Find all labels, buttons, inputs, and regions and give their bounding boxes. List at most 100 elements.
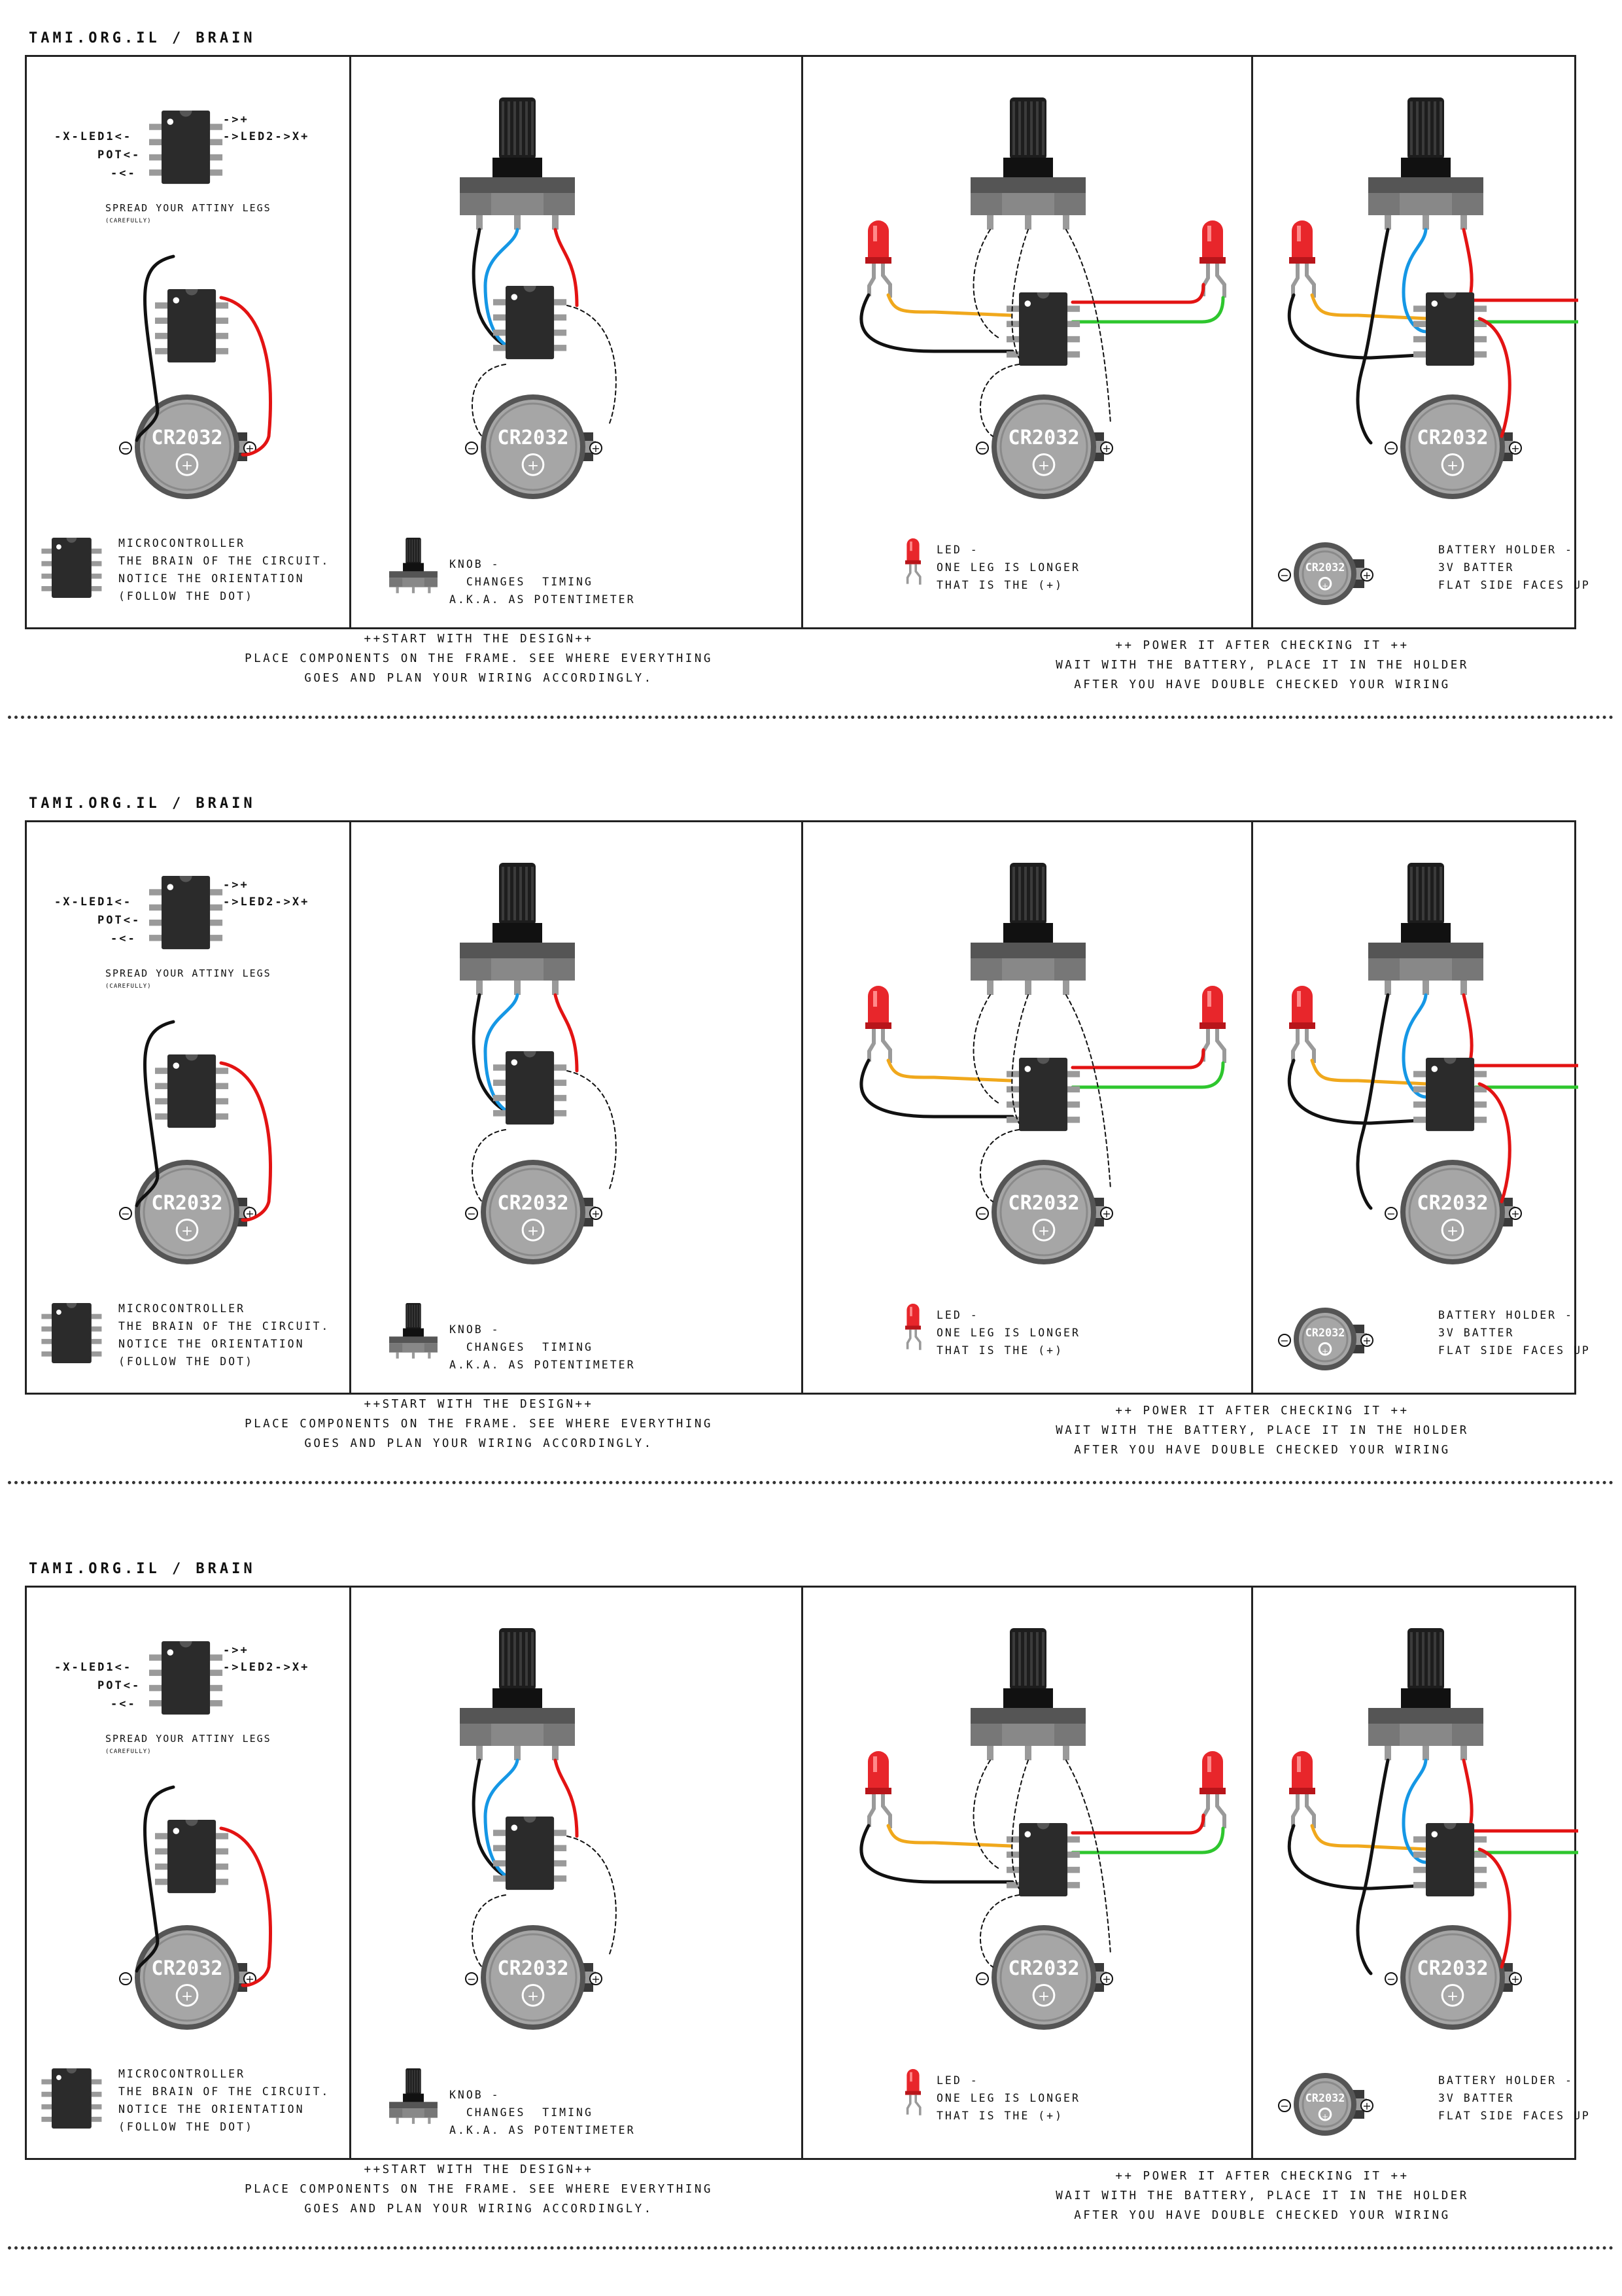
caption-line: LED -: [937, 2074, 979, 2087]
wire-dashed: [980, 1894, 1020, 1968]
battery-label: CR2032: [1305, 1326, 1345, 1339]
cut-line: [8, 1481, 1614, 1484]
attiny-chip: [41, 538, 102, 599]
caption-line: LED -: [937, 1309, 979, 1321]
wire-black: [859, 293, 1014, 353]
potentiometer: [460, 863, 575, 995]
caption-line: BATTERY HOLDER -: [1438, 1309, 1574, 1321]
note-line: WAIT WITH THE BATTERY, PLACE IT IN THE H…: [1056, 659, 1469, 672]
svg-text:−: −: [467, 1208, 475, 1220]
instruction-sheet: TAMI.ORG.IL / BRAIN CR2032 + − + -X-LED1…: [0, 0, 1622, 765]
svg-text:+: +: [1511, 1973, 1519, 1985]
caption-line: MICROCONTROLLER: [118, 2068, 246, 2080]
wire-green: [1071, 1061, 1225, 1089]
battery-holder: CR2032 + − +: [119, 394, 256, 499]
wire-dashed: [973, 994, 1000, 1104]
caption-line: MICROCONTROLLER: [118, 537, 246, 549]
wire-black: [1287, 1824, 1432, 1890]
svg-text:+: +: [1038, 1988, 1050, 2004]
svg-text:−: −: [1280, 1334, 1288, 1347]
caption-line: FLAT SIDE FACES UP: [1438, 1344, 1591, 1357]
svg-text:+: +: [1447, 457, 1458, 474]
svg-text:+: +: [245, 442, 254, 455]
potentiometer: [971, 1628, 1086, 1760]
spread-legs-note: SPREAD YOUR ATTINY LEGS: [105, 967, 271, 979]
note-power-it: ++ POWER IT AFTER CHECKING IT ++WAIT WIT…: [1020, 1401, 1504, 1460]
battery-holder: CR2032 + − +: [1385, 1925, 1522, 2030]
note-start-design: ++START WITH THE DESIGN++PLACE COMPONENT…: [230, 629, 727, 688]
wire-red: [219, 296, 272, 457]
potentiometer: [389, 1303, 438, 1359]
battery-holder: CR2032 + − +: [465, 394, 602, 499]
attiny-chip: [149, 111, 223, 184]
caption-line: NOTICE THE ORIENTATION: [118, 1338, 305, 1350]
battery-holder: CR2032 + − +: [1278, 542, 1373, 605]
caption-line: THAT IS THE (+): [937, 579, 1064, 591]
caption-line: CHANGES TIMING: [449, 2106, 593, 2119]
diagram-frame: CR2032 + − + -X-LED1<-POT<--<-->+->LED2-…: [25, 55, 1589, 629]
note-line: ++START WITH THE DESIGN++: [364, 2163, 594, 2176]
battery-holder: CR2032 + − +: [1278, 2073, 1373, 2136]
battery-holder: CR2032 + − +: [976, 394, 1113, 499]
wire-black-2: [1356, 1758, 1390, 1975]
battery-holder: CR2032 + − +: [465, 1925, 602, 2030]
wire-dashed: [471, 1129, 506, 1202]
note-line: ++START WITH THE DESIGN++: [364, 633, 594, 646]
caption-line: CHANGES TIMING: [449, 1341, 593, 1353]
caption-knob: KNOB - CHANGES TIMING A.K.A. AS POTENTIME…: [449, 1321, 636, 1374]
led-left: [1289, 986, 1316, 1063]
battery-label: CR2032: [1417, 1192, 1488, 1215]
pin-label-led1: -X-LED1<-: [54, 896, 133, 909]
note-line: ++ POWER IT AFTER CHECKING IT ++: [1115, 639, 1409, 652]
caption-line: CHANGES TIMING: [449, 576, 593, 588]
potentiometer: [460, 97, 575, 230]
pin-label-vcc: ->+: [223, 113, 249, 126]
note-line: ++START WITH THE DESIGN++: [364, 1398, 594, 1411]
svg-text:+: +: [1322, 1347, 1328, 1356]
svg-text:+: +: [591, 1973, 600, 1985]
wire-green: [1071, 296, 1225, 324]
caption-line: (FOLLOW THE DOT): [118, 2121, 254, 2133]
battery-holder: CR2032 + − +: [1278, 1308, 1373, 1370]
wire-black: [859, 1824, 1014, 1884]
battery-label: CR2032: [1417, 426, 1488, 449]
caption-line: (FOLLOW THE DOT): [118, 1355, 254, 1368]
potentiometer: [1368, 863, 1483, 995]
note-line: GOES AND PLAN YOUR WIRING ACCORDINGLY.: [304, 2202, 653, 2216]
wire-black: [472, 228, 508, 347]
note-line: ++ POWER IT AFTER CHECKING IT ++: [1115, 2170, 1409, 2183]
caption-line: A.K.A. AS POTENTIMETER: [449, 1359, 636, 1371]
note-line: AFTER YOU HAVE DOUBLE CHECKED YOUR WIRIN…: [1074, 1444, 1451, 1457]
potentiometer: [389, 2068, 438, 2124]
battery-label: CR2032: [1008, 1957, 1079, 1980]
caption-line: KNOB -: [449, 1323, 500, 1336]
svg-text:+: +: [1102, 442, 1111, 455]
caption-line: NOTICE THE ORIENTATION: [118, 572, 305, 585]
wire-dashed: [566, 1835, 617, 1955]
panel-battery: CR2032 + − + CR2032 + − + BATTERY HOLDER…: [1253, 1588, 1589, 2158]
wire-red: [1071, 1813, 1205, 1835]
svg-text:+: +: [1362, 2100, 1371, 2112]
svg-text:−: −: [978, 1208, 986, 1220]
caption-line: 3V BATTER: [1438, 2092, 1515, 2104]
svg-text:+: +: [245, 1973, 254, 1985]
wire-red-2: [1477, 317, 1511, 438]
battery-holder: CR2032 + − +: [119, 1160, 256, 1264]
note-start-design: ++START WITH THE DESIGN++PLACE COMPONENT…: [230, 1395, 727, 1453]
caption-line: THE BRAIN OF THE CIRCUIT.: [118, 1320, 330, 1332]
wire-dashed: [973, 1760, 1000, 1870]
svg-text:+: +: [181, 457, 193, 474]
pin-label-gnd: -<-: [111, 1697, 137, 1711]
attiny-chip: [1007, 1823, 1080, 1897]
pin-label-led2: ->LED2->X+: [223, 1661, 310, 1674]
svg-text:−: −: [121, 1208, 129, 1220]
caption-line: A.K.A. AS POTENTIMETER: [449, 2124, 636, 2136]
note-line: WAIT WITH THE BATTERY, PLACE IT IN THE H…: [1056, 1424, 1469, 1437]
battery-label: CR2032: [1008, 426, 1079, 449]
svg-text:+: +: [527, 457, 539, 474]
